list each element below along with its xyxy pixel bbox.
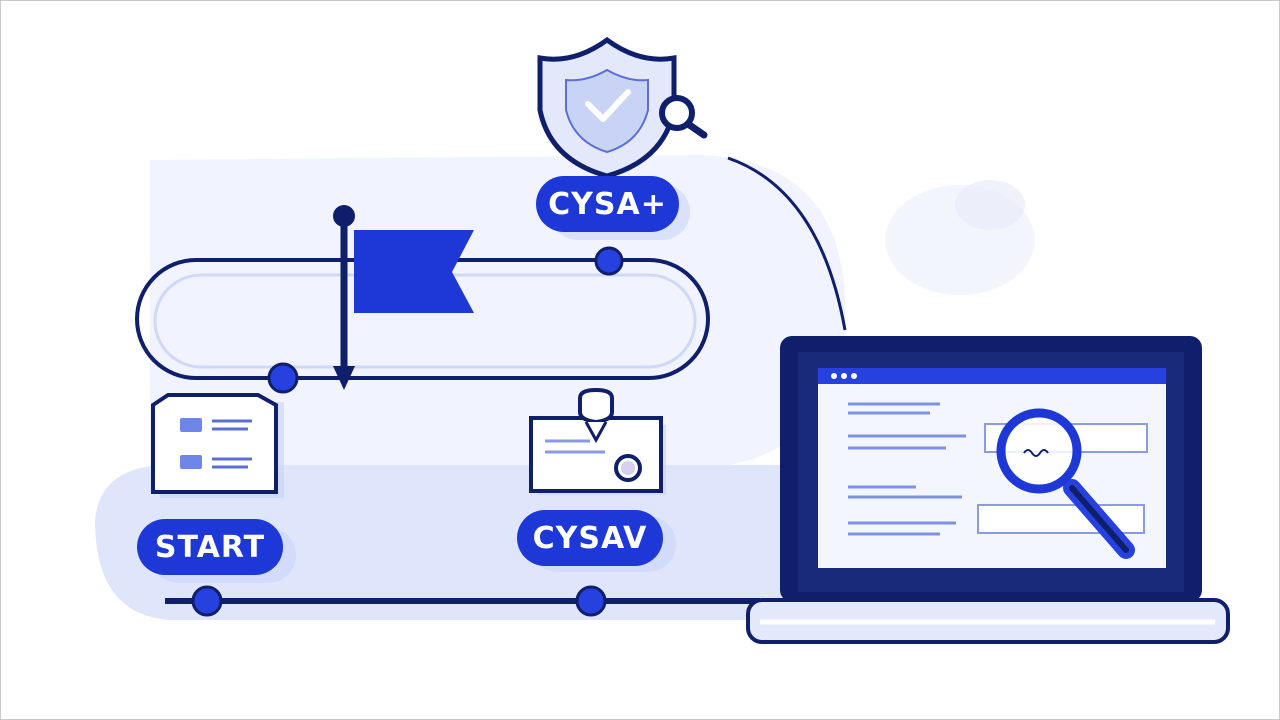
shield-check-icon xyxy=(537,36,677,179)
screen-text-lines xyxy=(848,402,966,536)
track-node xyxy=(191,585,223,617)
dashed-connector xyxy=(727,156,847,331)
milestone-start-label: START xyxy=(137,519,283,575)
flag-icon xyxy=(333,205,474,390)
milestone-cysa-plus-label: CYSA+ xyxy=(536,176,679,232)
track-node xyxy=(594,246,624,276)
certificate-icon xyxy=(529,387,666,495)
magnifier-icon xyxy=(659,95,708,139)
laptop-icon xyxy=(746,336,1230,644)
form-document-icon xyxy=(151,393,284,498)
track-node xyxy=(575,585,607,617)
track-node xyxy=(267,362,299,394)
large-magnifier-icon xyxy=(996,408,1135,559)
milestone-cysav-label: CYSAV xyxy=(517,510,663,566)
